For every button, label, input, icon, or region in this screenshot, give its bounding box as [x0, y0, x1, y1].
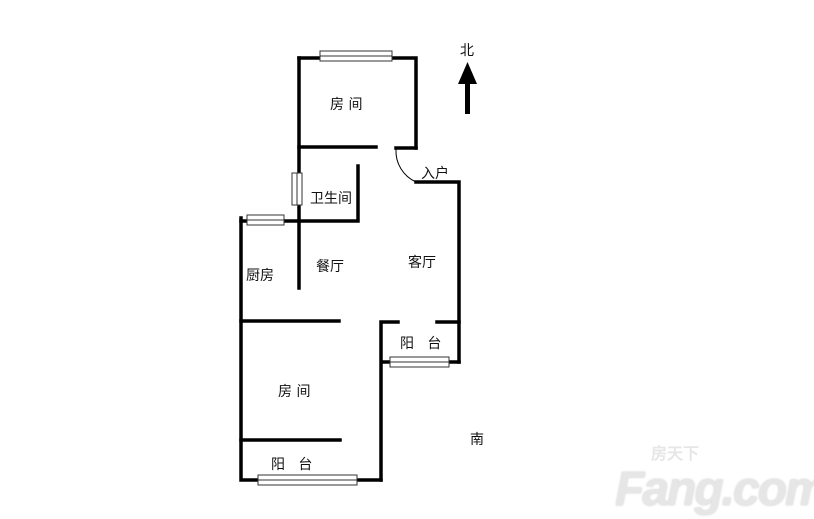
north-arrow-icon	[458, 62, 477, 114]
room-label-dining: 餐厅	[316, 259, 344, 275]
room-label-entrance: 入户	[421, 166, 449, 182]
room-label-bathroom: 卫生间	[310, 191, 352, 207]
north-label: 北	[460, 43, 474, 59]
room-label-balcony-south: 阳 台	[271, 457, 313, 473]
south-label: 南	[470, 432, 484, 448]
wall-bedroom-bottom	[297, 145, 418, 150]
room-label-bedroom-north: 房 间	[330, 97, 363, 113]
door-arc	[395, 148, 417, 183]
room-label-living: 客厅	[408, 255, 436, 271]
watermark-brand: Fang.com	[615, 463, 814, 516]
windows	[246, 50, 450, 486]
room-label-bedroom-south: 房 间	[278, 384, 311, 400]
watermark-chinese: 房天下	[651, 446, 700, 463]
room-label-balcony-east: 阳 台	[400, 336, 442, 352]
watermark-logo: 房天下 Fang.com	[615, 446, 814, 516]
wall-entry	[414, 180, 461, 364]
room-label-kitchen: 厨房	[246, 268, 274, 284]
